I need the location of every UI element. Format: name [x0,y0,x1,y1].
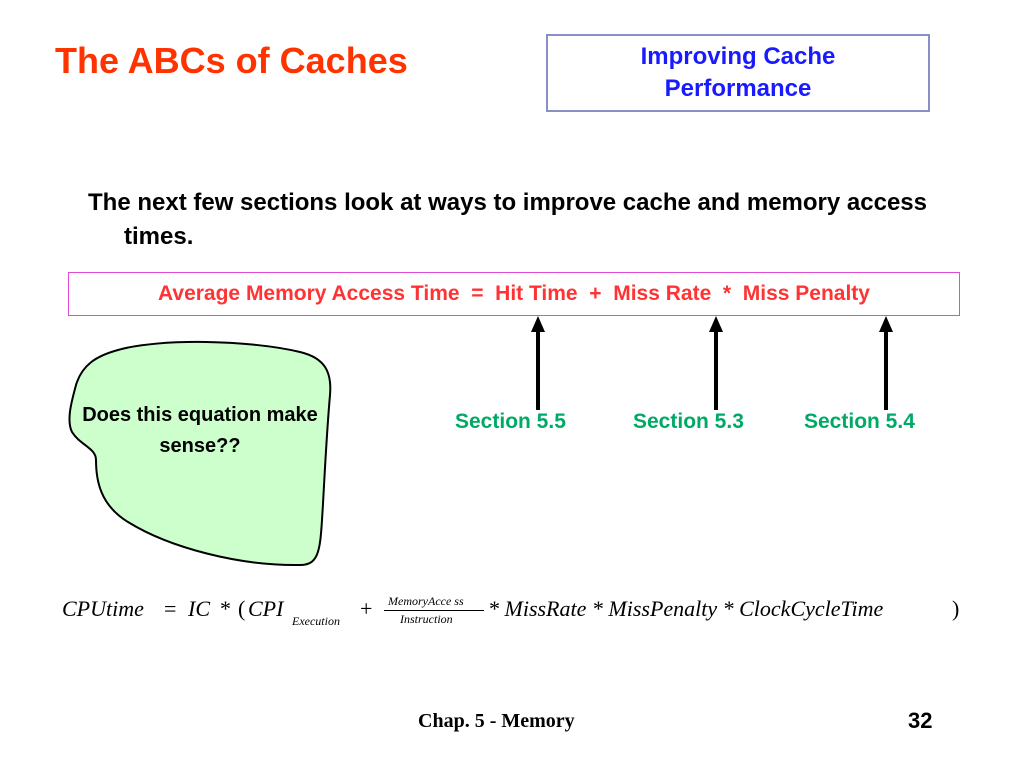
formula-plus: + [360,596,373,621]
section-label-5-3: Section 5.3 [633,410,744,433]
footer-chapter: Chap. 5 - Memory [418,710,575,732]
formula-lhs: CPUtime [62,596,144,621]
intro-text: The next few sections look at ways to im… [88,189,927,250]
formula-ic: IC [188,596,210,621]
arrow-miss-rate [709,316,723,410]
equation-text: Average Memory Access Time = Hit Time + … [158,282,870,305]
thought-bubble-shape [68,340,332,567]
formula-equals: = [164,596,177,621]
cpu-time-formula: CPUtime = IC * ( CPI Execution + MemoryA… [62,586,962,636]
formula-fraction-bar [384,610,484,611]
formula-cpi-subscript: Execution [292,614,340,628]
formula-rest: * MissRate * MissPenalty * ClockCycleTim… [488,596,884,621]
footer-page-number: 32 [908,708,933,733]
section-heading-text: Improving Cache Performance [640,43,836,102]
formula-cpi: CPI [248,596,284,621]
section-heading-box: Improving Cache Performance [546,34,930,112]
section-label-5-4: Section 5.4 [804,410,915,433]
formula-times: * [220,596,231,621]
arrow-hit-time [531,316,545,410]
formula-open-paren: ( [238,596,246,621]
formula-close-paren: ) [952,596,960,621]
section-label-5-5: Section 5.5 [455,410,566,433]
formula-fraction-numerator: MemoryAcce ss [388,594,464,608]
equation-box: Average Memory Access Time = Hit Time + … [68,272,960,316]
slide-title: The ABCs of Caches [55,40,408,81]
thought-bubble-text: Does this equation make sense?? [82,404,318,457]
arrow-miss-penalty [879,316,893,410]
formula-fraction-denominator: Instruction [400,612,453,626]
